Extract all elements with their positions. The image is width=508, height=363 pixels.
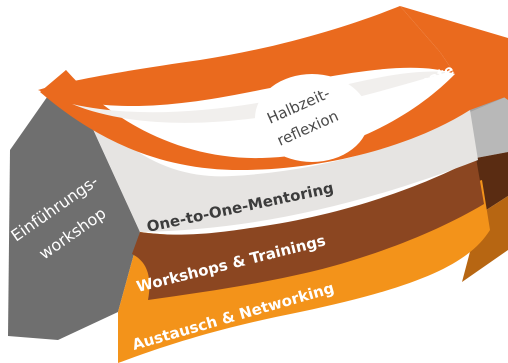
band-workshops	[132, 158, 484, 300]
band-side-light	[470, 96, 508, 158]
band-mentoring	[66, 70, 478, 232]
band-arrow-upper	[38, 6, 455, 107]
introductory-workshop-block	[8, 70, 140, 340]
arrow-head	[400, 6, 508, 100]
band-side-orange	[462, 196, 508, 282]
band-arrow-9-months	[40, 50, 508, 170]
milestone-oval	[255, 74, 369, 162]
band-divider-strip	[72, 71, 448, 123]
